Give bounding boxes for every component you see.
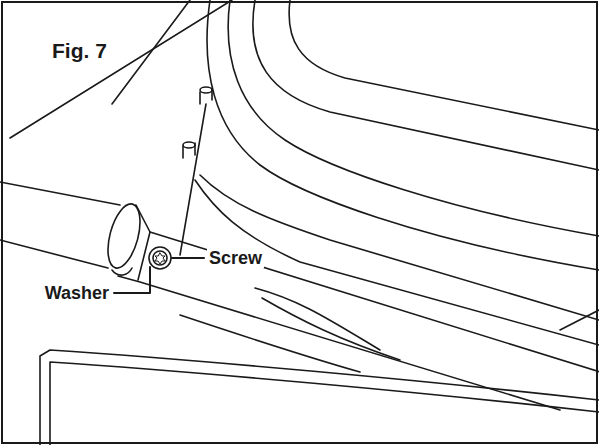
figure-title: Fig. 7	[52, 40, 107, 61]
part-label: Screw	[207, 248, 264, 268]
part-label: Washer	[43, 283, 111, 303]
